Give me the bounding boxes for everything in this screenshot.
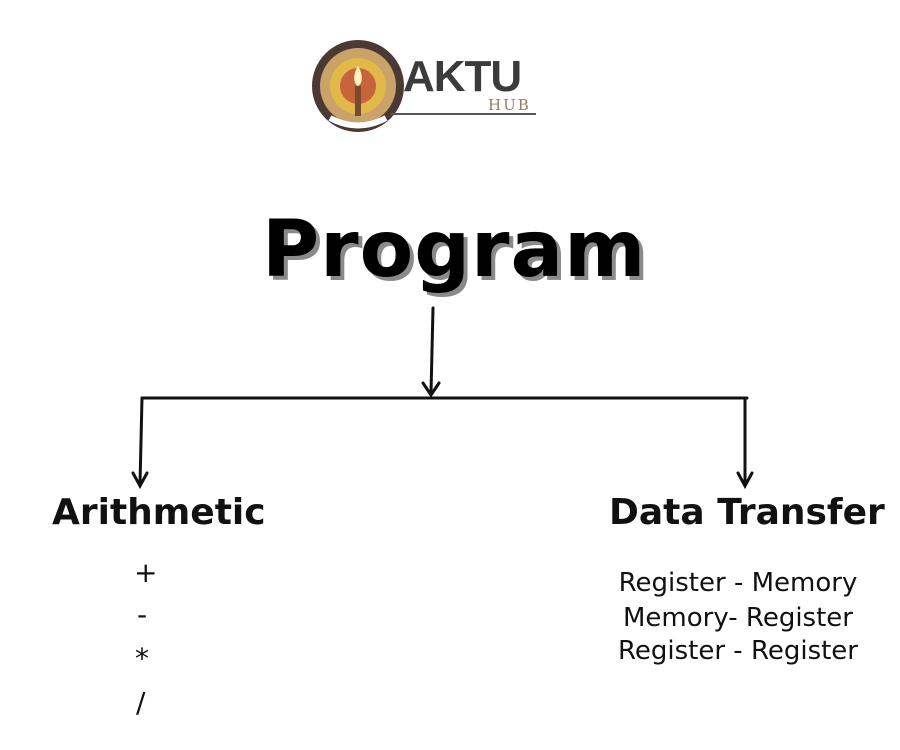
logo-underline xyxy=(390,113,536,115)
branch-heading-arithmetic: Arithmetic xyxy=(52,492,266,533)
seal-icon xyxy=(312,40,404,132)
arithmetic-item: + xyxy=(134,556,158,589)
logo-sub: HUB xyxy=(488,96,531,114)
title-arrowhead xyxy=(421,381,441,398)
right-arrowhead xyxy=(736,471,754,490)
title-arrow xyxy=(429,306,435,395)
left-arrowhead xyxy=(131,471,149,490)
data-transfer-item: Register - Memory xyxy=(618,568,858,598)
arithmetic-item: * xyxy=(135,642,149,675)
arithmetic-item: - xyxy=(137,598,148,631)
data-transfer-item: Register - Register xyxy=(617,636,858,666)
branch-heading-data-transfer: Data Transfer xyxy=(609,492,885,533)
diagram-title: Program xyxy=(262,205,647,295)
data-transfer-item: Memory- Register xyxy=(623,603,853,633)
arithmetic-item: / xyxy=(136,686,146,719)
left-arrow xyxy=(138,396,144,486)
aktu-hub-logo xyxy=(310,40,540,135)
logo-brand: AKTU xyxy=(403,52,522,101)
